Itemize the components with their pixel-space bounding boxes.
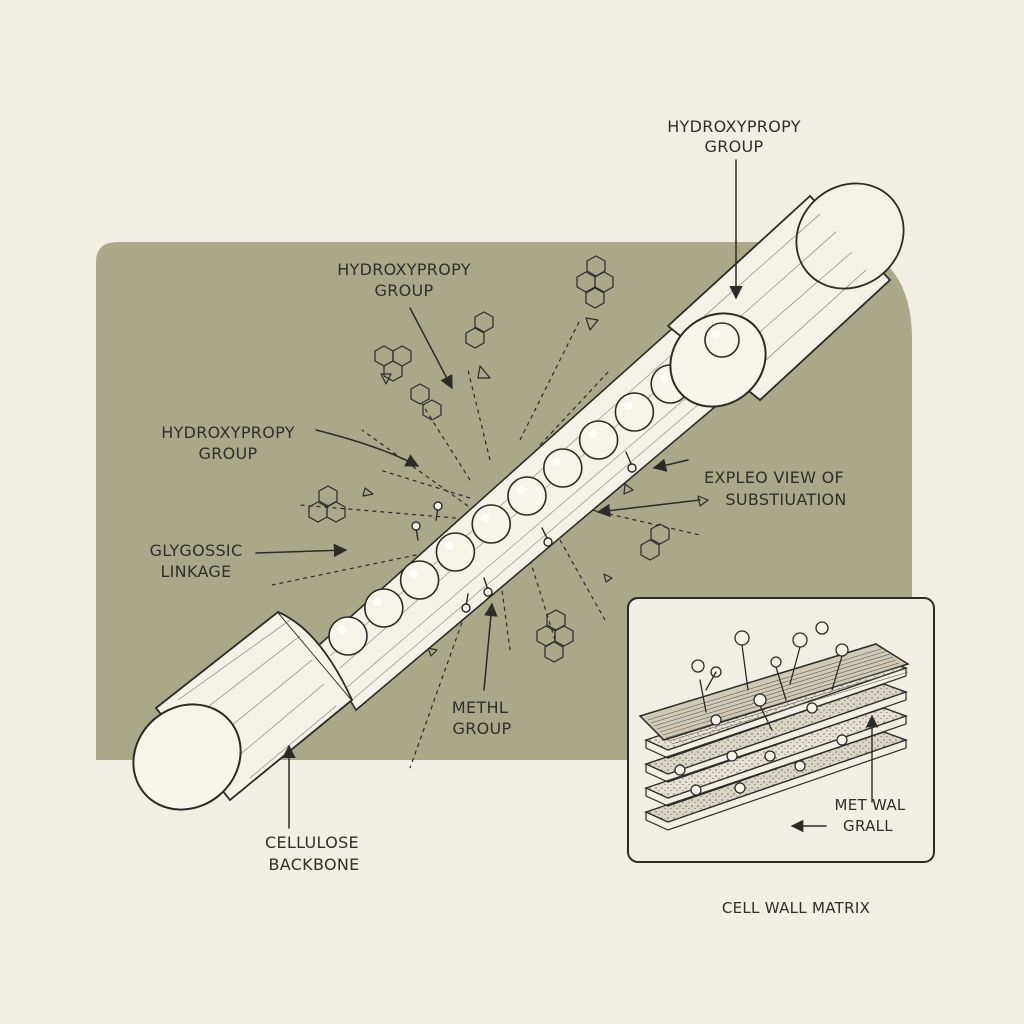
label-methyl-2: GROUP bbox=[453, 719, 512, 738]
cell-wall-inset bbox=[627, 597, 935, 863]
glucose-bead-highlight bbox=[445, 542, 454, 550]
glucose-bead-highlight bbox=[481, 514, 490, 522]
glucose-bead bbox=[399, 560, 440, 600]
label-glyco-1: GLYGOSSIC bbox=[150, 541, 243, 560]
cell-wall-layers bbox=[638, 643, 910, 831]
label-methyl-1: METHL bbox=[452, 698, 508, 717]
arrow-glyco bbox=[255, 543, 348, 558]
label-exploded-2: SUBSTIUATION bbox=[725, 490, 846, 509]
glucose-bead bbox=[435, 532, 476, 572]
glucose-bead bbox=[328, 616, 368, 656]
cell-wall-edge bbox=[645, 668, 907, 759]
fiber-line bbox=[662, 662, 900, 736]
arrow-exploded bbox=[652, 458, 689, 472]
cell-wall-texture bbox=[646, 732, 906, 822]
glucose-bead bbox=[471, 504, 512, 544]
labels: HYDROXYPROPY GROUP HYDROXYPROPY GROUP HY… bbox=[150, 117, 906, 917]
label-left-mid-2: GROUP bbox=[199, 444, 258, 463]
top-right-cylinder bbox=[666, 182, 905, 408]
label-upper-mid-2: GROUP bbox=[375, 281, 434, 300]
arrow-upper-mid bbox=[409, 307, 453, 390]
label-backbone-2: BACKBONE bbox=[268, 855, 359, 874]
molecule-fragments bbox=[308, 255, 709, 663]
glucose-bead-highlight bbox=[624, 402, 633, 410]
fiber-line bbox=[656, 656, 894, 730]
cell-wall-edge bbox=[645, 716, 907, 807]
annotation-arrows bbox=[255, 159, 743, 829]
polymer-chains bbox=[674, 621, 849, 796]
arrow-left-mid bbox=[315, 429, 420, 467]
bottom-left-cylinder bbox=[132, 610, 354, 811]
glucose-bead-highlight bbox=[552, 458, 561, 466]
fiber-line bbox=[668, 668, 906, 742]
glucose-bead bbox=[363, 588, 404, 628]
fiber-line bbox=[659, 659, 897, 733]
fiber-line bbox=[647, 647, 885, 721]
label-inset-2: GRALL bbox=[843, 817, 893, 835]
label-top-right-2: GROUP bbox=[705, 137, 764, 156]
label-inset-1: MET WAL bbox=[834, 796, 905, 814]
fiber-line bbox=[650, 650, 888, 724]
label-backbone-1: CELLULOSE bbox=[265, 833, 359, 852]
label-top-right-1: HYDROXYPROPY bbox=[667, 117, 801, 136]
cell-wall-texture bbox=[646, 684, 906, 774]
cell-wall-edge bbox=[645, 692, 907, 783]
glucose-bead bbox=[578, 420, 619, 460]
label-glyco-2: LINKAGE bbox=[160, 562, 231, 581]
glucose-bead bbox=[614, 392, 655, 432]
cell-wall-top-plate bbox=[638, 643, 910, 741]
label-left-mid-1: HYDROXYPROPY bbox=[161, 423, 295, 442]
glucose-bead-highlight bbox=[517, 486, 525, 494]
glucose-bead-highlight bbox=[338, 626, 346, 634]
cell-wall-edge bbox=[645, 740, 907, 831]
arrow-exploded-2 bbox=[596, 499, 701, 518]
label-upper-mid-1: HYDROXYPROPY bbox=[337, 260, 471, 279]
exploded-view-dashes bbox=[271, 319, 701, 769]
label-inset-caption: CELL WALL MATRIX bbox=[722, 899, 870, 917]
fiber-line bbox=[653, 653, 891, 727]
label-exploded-1: EXPLEO VIEW OF bbox=[704, 468, 844, 487]
fiber-line bbox=[665, 665, 903, 739]
arrow-methyl bbox=[483, 602, 498, 691]
glucose-bead-highlight bbox=[373, 598, 382, 606]
glucose-bead-highlight bbox=[409, 570, 418, 578]
side-groups bbox=[411, 317, 743, 613]
glucose-bead-highlight bbox=[660, 374, 669, 382]
glucose-bead-highlight bbox=[588, 430, 597, 438]
glucose-bead bbox=[507, 476, 547, 516]
glucose-bead bbox=[542, 448, 583, 488]
cellulose-tube bbox=[132, 182, 905, 811]
fiber-line bbox=[671, 671, 909, 745]
cell-wall-texture bbox=[646, 708, 906, 798]
